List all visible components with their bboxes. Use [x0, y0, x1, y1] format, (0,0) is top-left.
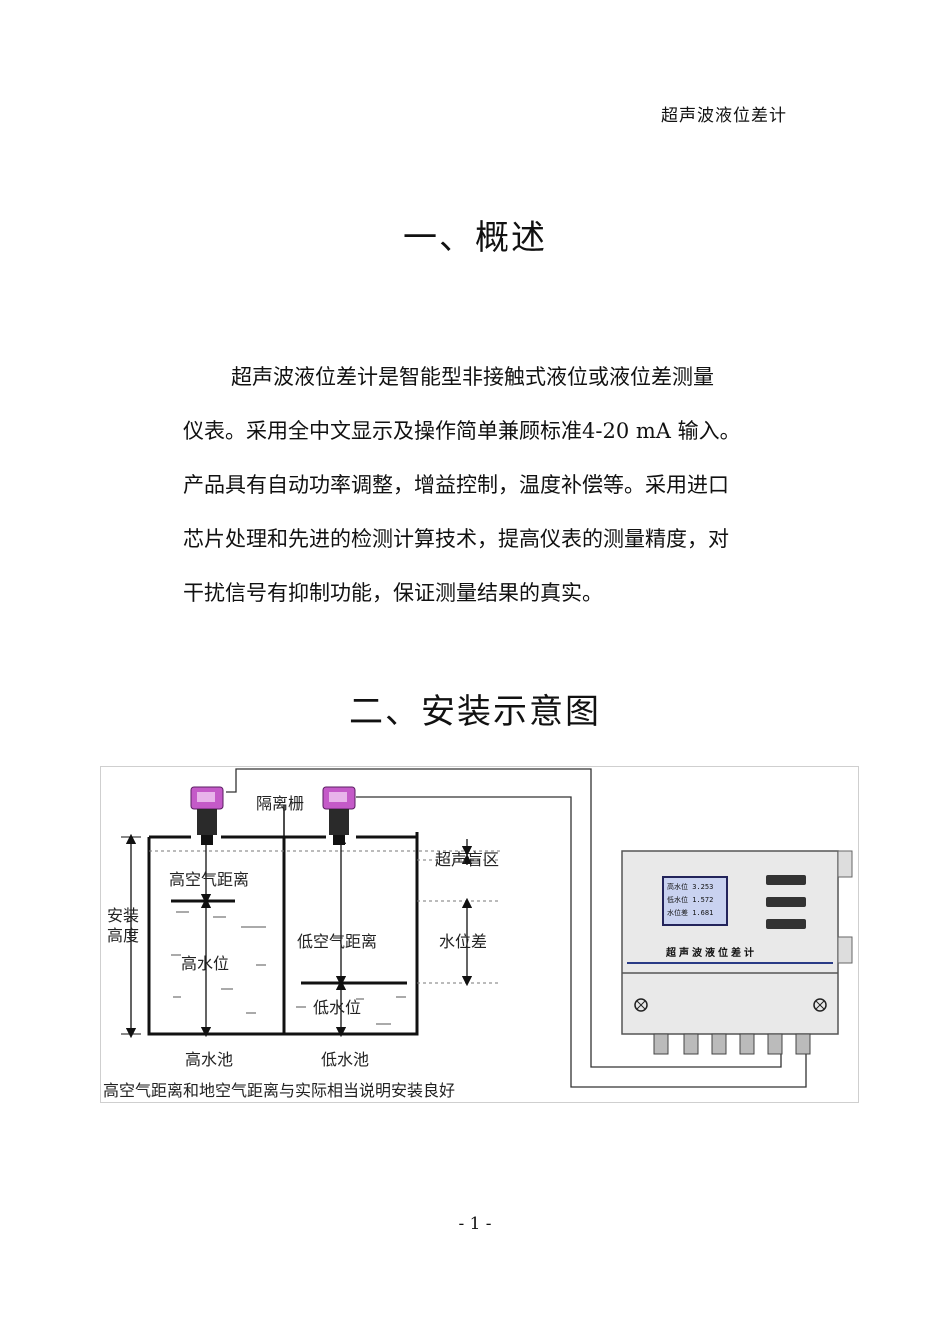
page-number: - 1 - — [458, 1214, 492, 1234]
lcd-row-low-level: 低水位 1.572 — [667, 896, 714, 904]
header-title: 超声波液位差计 — [661, 106, 787, 126]
label-low-water-level: 低水位 — [313, 998, 362, 1017]
installation-diagram: 隔离栅 超声盲区 安装 高度 高空气距离 高水位 低空气距离 低水位 水位差 高… — [100, 766, 859, 1103]
paragraph-line: 超声波液位差计是智能型非接触式液位或液位差测量 — [231, 365, 714, 389]
paragraph-line: 芯片处理和先进的检测计算技术，提高仪表的测量精度，对 — [183, 527, 729, 551]
panel-brand-label: 超声波液位差计 — [666, 948, 757, 959]
label-install-height-2: 高度 — [107, 926, 140, 945]
label-water-level-diff: 水位差 — [439, 932, 488, 951]
label-install-height-1: 安装 — [107, 906, 140, 925]
paragraph-line: 仪表。采用全中文显示及操作简单兼顾标准4-20 mA 输入。 — [183, 419, 741, 443]
label-low-pool: 低水池 — [321, 1050, 370, 1069]
overview-paragraph: 超声波液位差计是智能型非接触式液位或液位差测量 仪表。采用全中文显示及操作简单兼… — [183, 350, 793, 620]
lcd-row-level-diff: 水位差 1.681 — [667, 909, 714, 917]
section-heading-installation: 二、安装示意图 — [349, 692, 601, 732]
diagram-graphics — [121, 768, 853, 1088]
low-pool-sensor-icon — [322, 786, 356, 845]
label-isolation-grid: 隔离栅 — [256, 794, 305, 813]
label-high-pool: 高水池 — [185, 1050, 234, 1069]
paragraph-line: 产品具有自动功率调整，增益控制，温度补偿等。采用进口 — [183, 473, 729, 497]
high-pool-sensor-icon — [190, 786, 224, 845]
section-heading-overview: 一、概述 — [403, 218, 547, 258]
lcd-row-high-level: 高水位 3.253 — [667, 883, 714, 891]
high-pool-tank — [147, 835, 286, 1036]
low-pool-tank — [282, 832, 419, 1036]
paragraph-line: 干扰信号有抑制功能，保证测量结果的真实。 — [183, 581, 603, 605]
lcd-display: 高水位 3.253 低水位 1.572 水位差 1.681 — [662, 876, 728, 926]
controller-enclosure-icon — [621, 850, 853, 1055]
label-blind-zone: 超声盲区 — [435, 850, 500, 869]
label-high-air-distance: 高空气距离 — [169, 870, 250, 889]
figure-caption: 高空气距离和地空气距离与实际相当说明安装良好 — [103, 1081, 456, 1100]
label-high-water-level: 高水位 — [181, 954, 230, 973]
label-low-air-distance: 低空气距离 — [297, 932, 378, 951]
